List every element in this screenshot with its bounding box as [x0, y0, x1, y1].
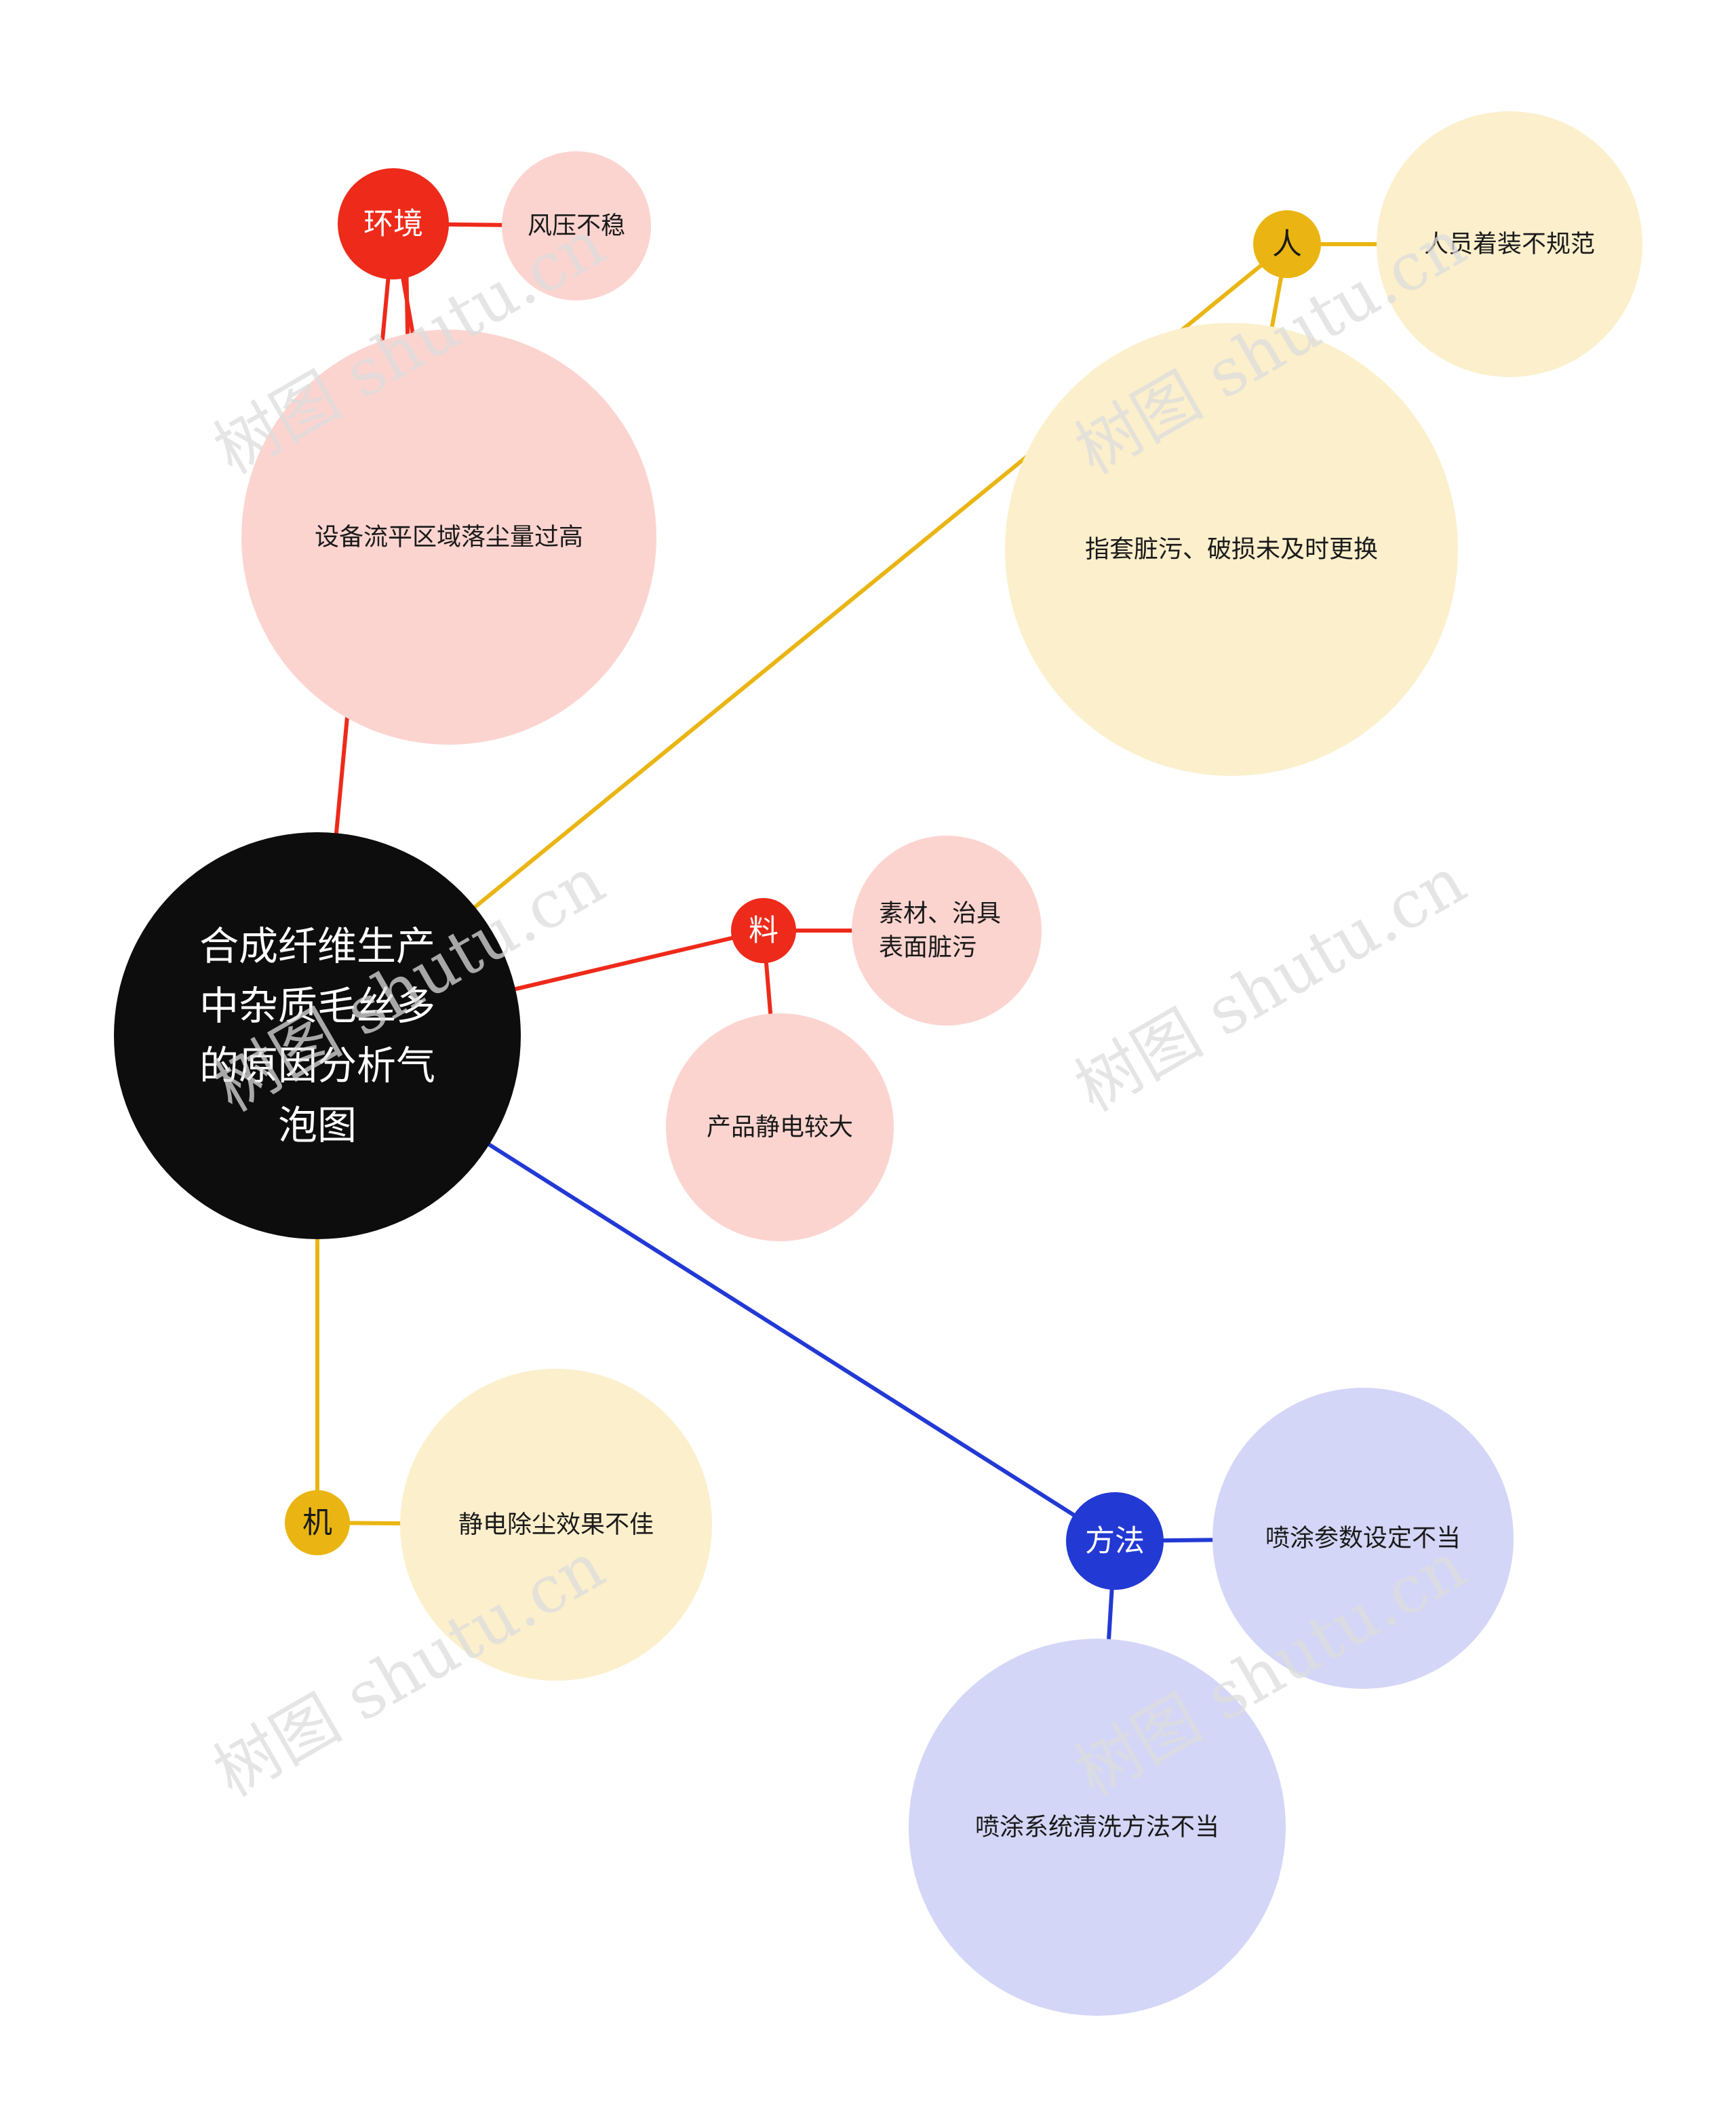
bubble-env_2-circle: [241, 330, 656, 745]
category-person-circle: [1253, 210, 1321, 278]
bubble-machine_1-label: 静电除尘效果不佳: [458, 1511, 654, 1539]
category-material-label: 料: [749, 914, 778, 948]
root-topic-label: 中杂质毛丝多: [199, 983, 435, 1029]
bubble-env_1-circle: [502, 151, 651, 300]
category-machine[interactable]: 机: [285, 1490, 350, 1555]
category-person-label: 人: [1272, 227, 1302, 262]
category-method-circle: [1066, 1492, 1164, 1590]
bubble-material_1-label: 表面脏污: [879, 934, 976, 962]
bubble-method_1-label: 喷涂参数设定不当: [1265, 1525, 1461, 1553]
category-method[interactable]: 方法: [1066, 1492, 1164, 1590]
root-topic-label: 合成纤维生产: [199, 923, 435, 969]
bubble-material_2[interactable]: 产品静电较大: [666, 1013, 894, 1241]
bubble-env_2-label: 设备流平区域落尘量过高: [315, 524, 583, 551]
watermark-text: 树图 shutu.cn: [1063, 842, 1478, 1126]
bubble-material_1-circle: [852, 836, 1042, 1026]
bubble-person_2-label: 指套脏污、破损未及时更换: [1085, 536, 1378, 564]
category-env[interactable]: 环境: [338, 168, 449, 279]
bubble-person_2-circle: [1005, 323, 1458, 776]
bubble-material_1-label: 素材、治具: [879, 900, 1001, 928]
bubble-person_2[interactable]: 指套脏污、破损未及时更换: [1005, 323, 1458, 776]
category-machine-label: 机: [302, 1506, 332, 1540]
root-topic-label: 泡图: [278, 1102, 357, 1148]
bubble-machine_1-circle: [400, 1369, 712, 1681]
root-topic-label: 的原因分析气: [199, 1042, 435, 1089]
category-material-circle: [731, 898, 796, 963]
bubble-person_1-circle: [1377, 111, 1642, 377]
category-person[interactable]: 人: [1253, 210, 1321, 278]
category-method-label: 方法: [1085, 1524, 1145, 1559]
bubble-method_2-label: 喷涂系统清洗方法不当: [975, 1814, 1219, 1841]
category-material[interactable]: 料: [731, 898, 796, 963]
bubble-person_1-label: 人员着装不规范: [1424, 231, 1595, 258]
bubble-method_2[interactable]: 喷涂系统清洗方法不当: [909, 1639, 1286, 2016]
bubble-method_1[interactable]: 喷涂参数设定不当: [1212, 1388, 1514, 1689]
bubble-person_1[interactable]: 人员着装不规范: [1377, 111, 1642, 377]
bubble-env_2[interactable]: 设备流平区域落尘量过高: [241, 330, 656, 745]
category-machine-circle: [285, 1490, 350, 1555]
bubble-machine_1[interactable]: 静电除尘效果不佳: [400, 1369, 712, 1681]
bubble-method_2-circle: [909, 1639, 1286, 2016]
category-env-label: 环境: [363, 207, 423, 241]
bubble-env_1[interactable]: 风压不稳: [502, 151, 651, 300]
bubble-material_2-label: 产品静电较大: [707, 1114, 853, 1142]
bubble-env_1-label: 风压不稳: [528, 212, 625, 240]
category-env-circle: [338, 168, 449, 279]
root-topic-circle: [114, 832, 521, 1239]
bubble-material_2-circle: [666, 1013, 894, 1241]
bubble-method_1-circle: [1212, 1388, 1514, 1689]
